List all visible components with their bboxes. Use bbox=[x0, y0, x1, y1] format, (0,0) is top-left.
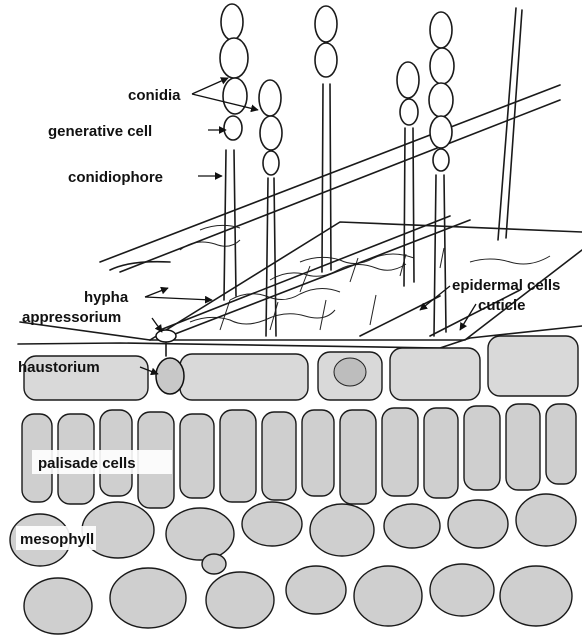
conidia-chain-2 bbox=[259, 80, 282, 175]
appressorium-body bbox=[156, 330, 176, 342]
conidia-chain-5 bbox=[429, 12, 454, 171]
label-hypha: hypha bbox=[84, 289, 129, 306]
conidia-chain-4 bbox=[397, 62, 419, 125]
label-appressorium: appressorium bbox=[22, 309, 121, 326]
conidia-chain-3 bbox=[315, 6, 337, 77]
label-cuticle: cuticle bbox=[478, 297, 526, 314]
conidia-chain-1 bbox=[220, 4, 248, 140]
label-generative-cell: generative cell bbox=[48, 123, 152, 140]
haustorium-body bbox=[156, 358, 184, 394]
label-palisade-cells: palisade cells bbox=[38, 455, 136, 472]
label-conidiophore: conidiophore bbox=[68, 169, 163, 186]
label-conidia: conidia bbox=[128, 87, 181, 104]
label-epidermal-cells: epidermal cells bbox=[452, 277, 560, 294]
epidermis-layer bbox=[18, 326, 582, 400]
label-haustorium: haustorium bbox=[18, 359, 100, 376]
label-mesophyll: mesophyll bbox=[20, 531, 94, 548]
mesophyll-layer bbox=[10, 494, 576, 634]
